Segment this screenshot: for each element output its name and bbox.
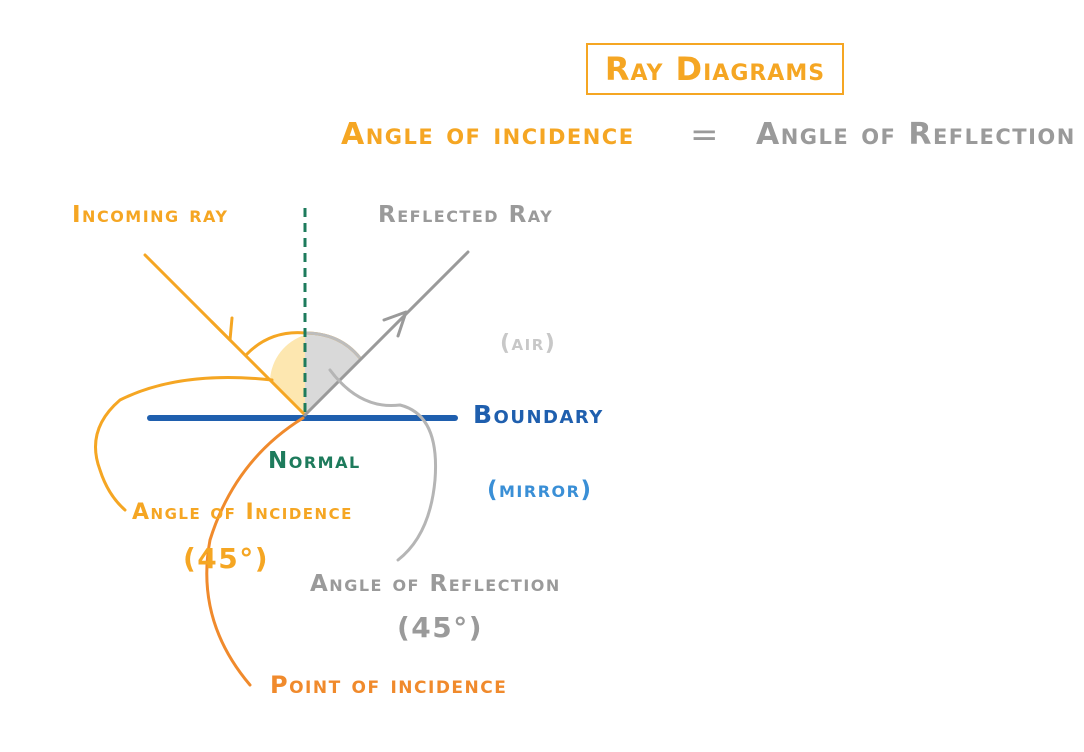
angle-of-incidence-label: Angle of Incidence [132,500,353,525]
angle-of-reflection-leader [328,368,438,562]
incoming-ray-label: Incoming ray [72,202,229,228]
reflection-arc [304,331,362,359]
point-of-incidence-label: Point of incidence [270,671,508,699]
equation-right: Angle of Reflection [756,117,1076,152]
point-of-incidence-leader [205,416,305,687]
equation-left: Angle of incidence [341,117,635,152]
angle-of-incidence-leader [94,376,274,512]
reflected-ray-arrow-icon [382,310,408,338]
reflected-ray-label: Reflected Ray [378,202,554,228]
air-label: (air) [500,331,557,356]
title-box: Ray Diagrams [586,43,844,95]
mirror-label: (mirror) [487,477,593,503]
equation-equals: = [690,115,720,155]
incoming-ray-arrow-icon [210,316,234,342]
angle-of-reflection-value: (45°) [397,611,484,644]
angle-of-incidence-value: (45°) [183,542,270,575]
boundary-label: Boundary [473,400,604,429]
page-title: Ray Diagrams [604,50,826,88]
angle-of-reflection-label: Angle of Reflection [310,571,561,597]
normal-label: Normal [268,448,361,474]
angle-of-incidence-wedge [270,335,305,415]
reflected-ray [303,250,470,417]
